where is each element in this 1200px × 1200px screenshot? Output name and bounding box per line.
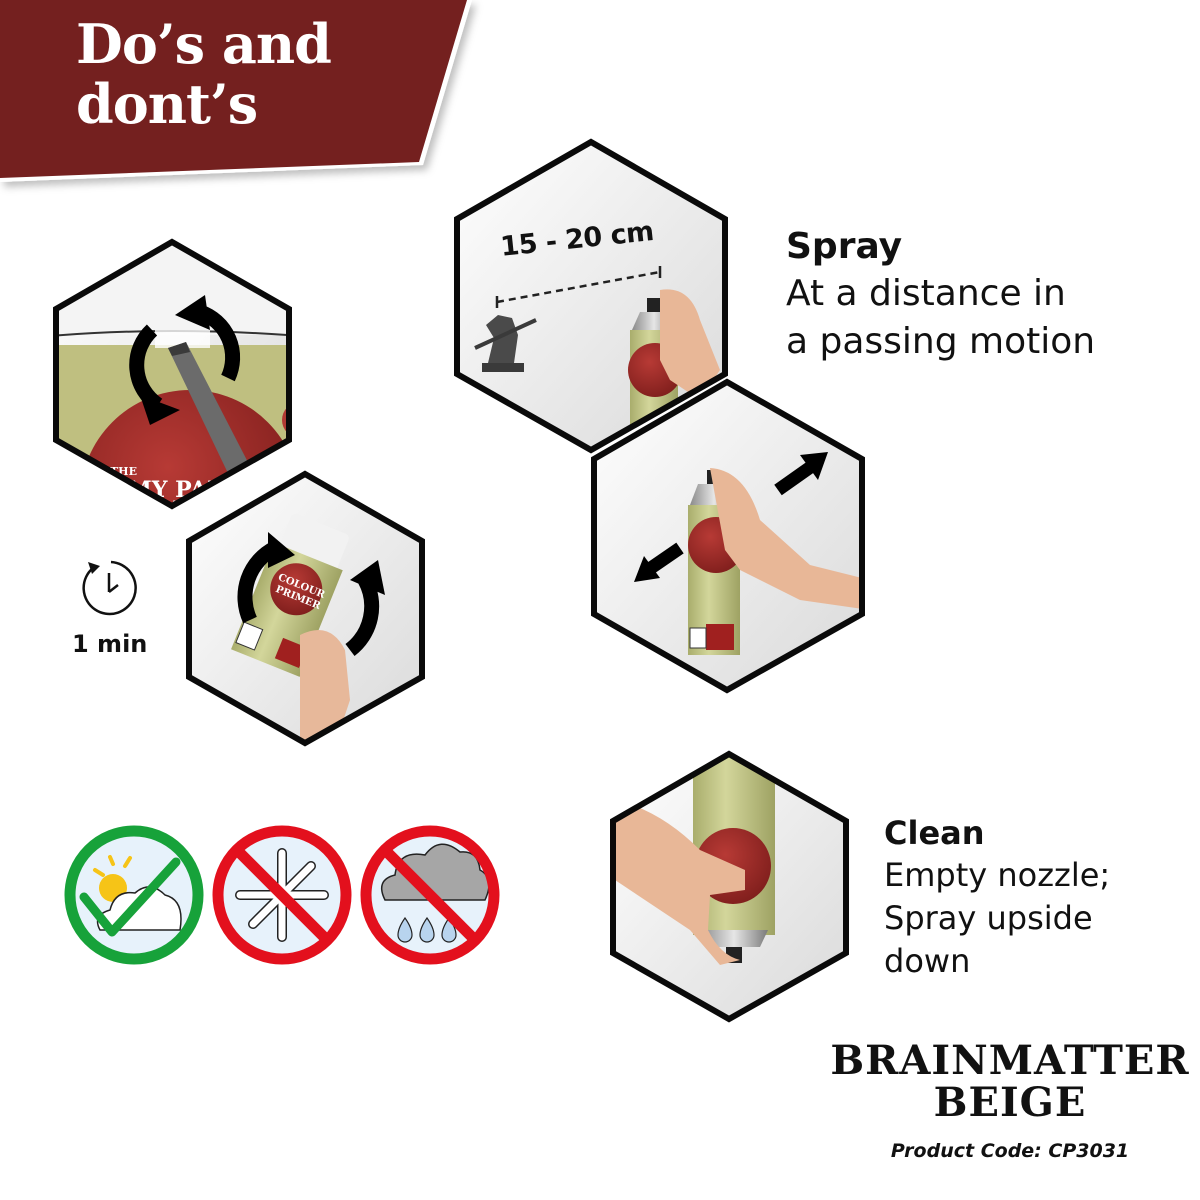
spray-title: Spray xyxy=(786,226,903,267)
spray-description-line1: At a distance in xyxy=(786,273,1066,314)
banner-title-line2: dont’s xyxy=(76,72,258,136)
product-code: Product Code: CP3031 xyxy=(890,1140,1130,1162)
rain-not-allowed-icon xyxy=(360,825,500,965)
product-name-line1: BRAINMATTER xyxy=(830,1037,1190,1084)
product-name: BRAINMATTER BEIGE xyxy=(830,1040,1190,1124)
spray-description-line2: a passing motion xyxy=(786,321,1096,362)
hex-clean xyxy=(610,750,849,1023)
sun-cloud-allowed-icon xyxy=(64,825,204,965)
timer-label: 1 min xyxy=(72,630,148,658)
product-name-line2: BEIGE xyxy=(933,1079,1087,1126)
rotate-arrows-icon xyxy=(237,532,385,656)
clean-description-line3: down xyxy=(884,942,971,980)
miniature-figure xyxy=(474,315,537,372)
hex-passing-motion xyxy=(591,378,865,694)
hex-shake: COLOUR PRIMER xyxy=(186,470,425,747)
double-arrow-icon xyxy=(634,452,828,582)
clean-title: Clean xyxy=(884,814,985,852)
hex-distance xyxy=(454,138,728,454)
banner-shape xyxy=(0,0,472,182)
clean-instructions: Clean Empty nozzle; Spray upside down xyxy=(884,812,1110,983)
banner-title-line1: Do’s and xyxy=(76,12,332,76)
snow-not-allowed-icon xyxy=(212,825,352,965)
clean-description-line1: Empty nozzle; xyxy=(884,856,1111,894)
rotate-arrows-icon xyxy=(129,295,241,425)
clock-icon xyxy=(82,560,137,616)
clean-description-line2: Spray upside xyxy=(884,899,1093,937)
spray-instructions: Spray At a distance in a passing motion xyxy=(786,224,1095,366)
banner-title: Do’s and dont’s xyxy=(76,12,332,136)
